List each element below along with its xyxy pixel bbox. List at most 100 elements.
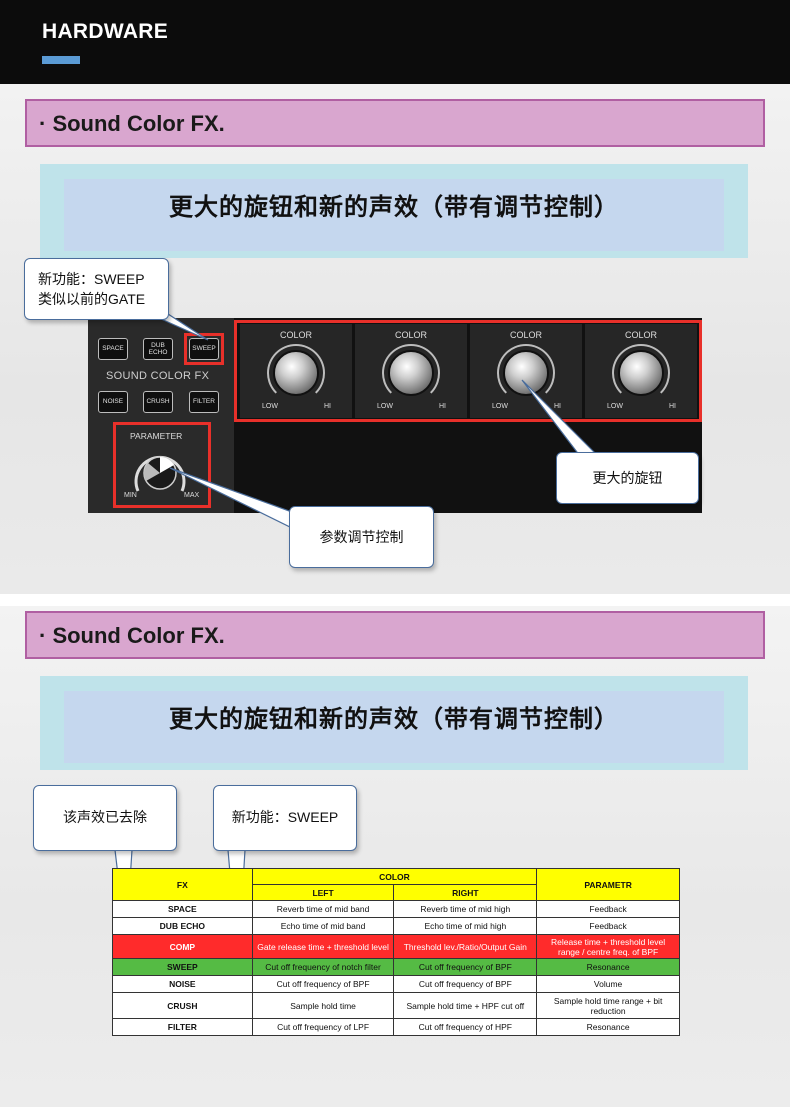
table-row: CRUSH Sample hold time Sample hold time … — [112, 992, 680, 1019]
mixer-device: SPACE DUB ECHO SWEEP SOUND COLOR FX NOIS… — [88, 318, 702, 513]
low-label: LOW — [262, 403, 278, 410]
knob-cap — [388, 350, 434, 396]
left-cell: Reverb time of mid band — [251, 900, 395, 918]
color-label: COLOR — [279, 330, 312, 340]
parameter-highlight-box — [113, 422, 211, 508]
callout-effect-removed: 该声效已去除 — [33, 785, 177, 851]
fx-cell: COMP — [112, 934, 253, 959]
section1-heading: · Sound Color FX. — [39, 111, 225, 136]
section1-banner-inner: 更大的旋钮和新的声效（带有调节控制） — [64, 179, 724, 251]
header-right: RIGHT — [393, 884, 538, 901]
section2-heading: · Sound Color FX. — [39, 623, 225, 648]
color-knobs-highlight-box — [234, 320, 702, 422]
right-cell: Reverb time of mid high — [393, 900, 538, 918]
parameter-knob[interactable] — [130, 443, 190, 499]
left-cell: Cut off frequency of notch filter — [251, 958, 395, 976]
param-cell: Sample hold time range + bit reduction — [536, 992, 680, 1019]
page-header: HARDWARE — [0, 0, 790, 84]
color-label: COLOR — [624, 330, 657, 340]
low-label: LOW — [377, 403, 393, 410]
section2-banner-inner: 更大的旋钮和新的声效（带有调节控制） — [64, 691, 724, 763]
fx-cell: DUB ECHO — [112, 917, 253, 935]
left-cell: Gate release time + threshold level — [251, 934, 395, 959]
callout-sweep-line2: 类似以前的GATE — [38, 291, 146, 307]
param-cell: Feedback — [536, 917, 680, 935]
color-label: COLOR — [394, 330, 427, 340]
fx-cell: SPACE — [112, 900, 253, 918]
knob-cap — [273, 350, 319, 396]
left-cell: Echo time of mid band — [251, 917, 395, 935]
knob-ring — [267, 344, 325, 402]
hi-label: HI — [324, 403, 331, 410]
knob-ring — [382, 344, 440, 402]
table-row-new: SWEEP Cut off frequency of notch filter … — [112, 958, 680, 976]
knob-ring — [612, 344, 670, 402]
color-knob-2[interactable]: COLOR LOW HI — [355, 324, 467, 418]
sweep-highlight-box — [184, 333, 224, 365]
knob-cap — [618, 350, 664, 396]
header-fx: FX — [112, 868, 253, 901]
right-cell: Cut off frequency of BPF — [393, 958, 538, 976]
knob-ring — [497, 344, 555, 402]
table-row-removed: COMP Gate release time + threshold level… — [112, 934, 680, 959]
crush-button[interactable]: CRUSH — [143, 391, 173, 413]
section1-banner-text: 更大的旋钮和新的声效（带有调节控制） — [169, 194, 619, 221]
header-title: HARDWARE — [42, 20, 169, 43]
hi-label: HI — [439, 403, 446, 410]
header-left: LEFT — [251, 884, 395, 901]
header-color: COLOR — [251, 868, 538, 885]
fx-cell: FILTER — [112, 1018, 253, 1036]
noise-button[interactable]: NOISE — [98, 391, 128, 413]
right-cell: Echo time of mid high — [393, 917, 538, 935]
section2-banner-panel: 更大的旋钮和新的声效（带有调节控制） — [40, 676, 748, 770]
space-button[interactable]: SPACE — [98, 338, 128, 360]
color-label: COLOR — [509, 330, 542, 340]
right-cell: Cut off frequency of HPF — [393, 1018, 538, 1036]
color-knob-4[interactable]: COLOR LOW HI — [585, 324, 697, 418]
section1-heading-bar: · Sound Color FX. — [25, 99, 765, 147]
sound-color-fx-panel: SPACE DUB ECHO SWEEP SOUND COLOR FX NOIS… — [88, 318, 234, 513]
knob-cap — [503, 350, 549, 396]
table-row: SPACE Reverb time of mid band Reverb tim… — [112, 900, 680, 918]
callout-sweep-line1: 新功能：SWEEP — [38, 271, 145, 287]
section1-callout-pointers — [149, 313, 600, 529]
filter-button[interactable]: FILTER — [189, 391, 219, 413]
left-cell: Cut off frequency of LPF — [251, 1018, 395, 1036]
parameter-label: PARAMETER — [130, 431, 183, 441]
callout-new-sweep: 新功能：SWEEP — [213, 785, 357, 851]
param-cell: Volume — [536, 975, 680, 993]
callout-sweep-new: 新功能：SWEEP 类似以前的GATE — [24, 258, 169, 320]
param-cell: Feedback — [536, 900, 680, 918]
right-cell: Cut off frequency of BPF — [393, 975, 538, 993]
section-divider — [0, 594, 790, 606]
fx-cell: SWEEP — [112, 958, 253, 976]
low-label: LOW — [607, 403, 623, 410]
low-label: LOW — [492, 403, 508, 410]
left-cell: Cut off frequency of BPF — [251, 975, 395, 993]
table-row: DUB ECHO Echo time of mid band Echo time… — [112, 917, 680, 935]
parameter-max-label: MAX — [184, 492, 200, 499]
header-accent-bar — [42, 56, 80, 64]
right-cell: Sample hold time + HPF cut off — [393, 992, 538, 1019]
parameter-min-label: MIN — [124, 492, 137, 499]
fx-table: FX COLOR PARAMETR LEFT RIGHT SPACE Rever… — [112, 868, 680, 1036]
param-cell: Release time + threshold level range / c… — [536, 934, 680, 959]
left-cell: Sample hold time — [251, 992, 395, 1019]
color-knob-3[interactable]: COLOR LOW HI — [470, 324, 582, 418]
right-cell: Threshold lev./Ratio/Output Gain — [393, 934, 538, 959]
fx-cell: NOISE — [112, 975, 253, 993]
fx-cell: CRUSH — [112, 992, 253, 1019]
param-cell: Resonance — [536, 1018, 680, 1036]
section1-banner-panel: 更大的旋钮和新的声效（带有调节控制） — [40, 164, 748, 258]
color-knob-1[interactable]: COLOR LOW HI — [240, 324, 352, 418]
param-cell: Resonance — [536, 958, 680, 976]
header-param: PARAMETR — [536, 868, 680, 901]
hi-label: HI — [669, 403, 676, 410]
section2-banner-text: 更大的旋钮和新的声效（带有调节控制） — [169, 706, 619, 733]
callout-parameter-control: 参数调节控制 — [289, 506, 434, 568]
dub-echo-button[interactable]: DUB ECHO — [143, 338, 173, 360]
section2-heading-bar: · Sound Color FX. — [25, 611, 765, 659]
table-row: NOISE Cut off frequency of BPF Cut off f… — [112, 975, 680, 993]
table-row: FILTER Cut off frequency of LPF Cut off … — [112, 1018, 680, 1036]
callout-bigger-knob: 更大的旋钮 — [556, 452, 699, 504]
